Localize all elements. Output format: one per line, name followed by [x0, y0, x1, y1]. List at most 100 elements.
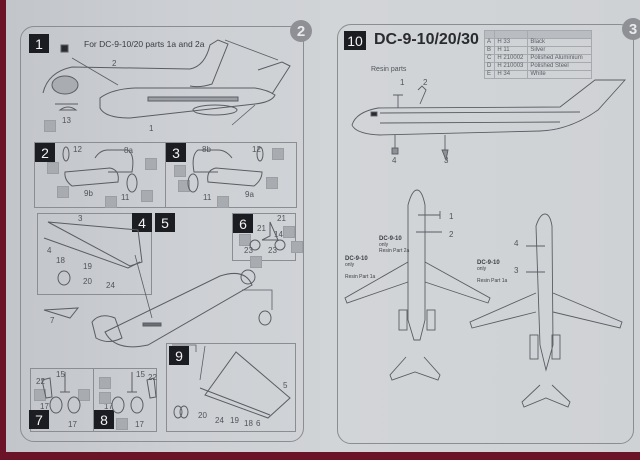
wing-note-left: DC-9-10 only Resin Part 1a: [345, 256, 375, 280]
step-9-part-5: 5: [283, 381, 288, 390]
paint-swatch: [116, 418, 128, 430]
paint-swatch: [57, 186, 69, 198]
step-6-badge: 6: [233, 214, 253, 233]
paint-swatch: [34, 389, 46, 401]
paint-swatch: [44, 120, 56, 132]
side-view-label-2: 2: [423, 78, 428, 87]
color-name: Silver: [527, 46, 592, 55]
note-detail: Resin Part 1a: [345, 274, 376, 280]
paint-swatch: [291, 241, 303, 253]
step-7-part-17a: 17: [40, 402, 49, 411]
step-6-part-14: 14: [274, 230, 283, 239]
paint-swatch: [272, 148, 284, 160]
step-8-badge: 8: [94, 410, 114, 429]
note-sub: only: [477, 266, 487, 272]
step-1-part-1: 1: [149, 124, 154, 133]
step-5-part-3: 3: [78, 214, 83, 223]
color-key: D: [483, 62, 496, 71]
paint-swatch: [250, 256, 262, 268]
note-title: DC-9-10: [379, 236, 402, 242]
step-5-part-24: 24: [106, 281, 115, 290]
step-8-panel: [93, 368, 157, 432]
aircraft-variant-title: DC-9-10/20/30: [374, 31, 479, 48]
side-view-label-3: 3: [444, 156, 449, 165]
top-view-label-2: 2: [449, 230, 454, 239]
step-1-part-2: 2: [112, 59, 117, 68]
color-name: Polished Aluminium: [527, 54, 592, 63]
color-key: E: [483, 70, 496, 79]
step-5-badge: 5: [155, 213, 175, 232]
step-1-part-13: 13: [62, 116, 71, 125]
color-code: H 210002: [494, 54, 529, 63]
step-9-panel: [166, 343, 296, 432]
page-number-badge-left: 2: [290, 20, 312, 42]
header-colour-name: [527, 30, 592, 39]
step-9-badge: 9: [169, 346, 189, 365]
color-code: H 34: [494, 70, 529, 79]
color-code: H 11: [494, 46, 529, 55]
left-page-frame: [20, 26, 304, 442]
paint-swatch: [178, 180, 190, 192]
step-5-part-20: 20: [83, 277, 92, 286]
bottom-view-label-4: 4: [514, 239, 519, 248]
note-sub: only: [345, 262, 355, 268]
step-7-part-22: 22: [36, 377, 45, 386]
note-detail: Resin Part 2a: [379, 248, 410, 254]
step-6-part-23a: 23: [244, 246, 253, 255]
paint-swatch: [99, 392, 111, 404]
step-1-caption: For DC-9-10/20 parts 1a and 2a: [84, 39, 205, 49]
step-5-part-18: 18: [56, 256, 65, 265]
color-key: B: [483, 46, 496, 55]
bottom-view-label-3: 3: [514, 266, 519, 275]
color-name: Polished Steel: [527, 62, 592, 71]
step-3-panel: [165, 142, 297, 208]
paint-swatch: [239, 234, 251, 246]
note-sub: only: [379, 242, 389, 248]
color-table-header: [483, 30, 592, 39]
header-key: [483, 30, 496, 39]
step-6-panel: [232, 213, 296, 261]
step-8-part-22: 22: [148, 373, 157, 382]
paint-swatch: [47, 162, 59, 174]
step-6-part-23b: 23: [268, 246, 277, 255]
resin-parts-label: Resin parts: [371, 66, 407, 73]
color-code: H 210003: [494, 62, 529, 71]
step-3-part-8b: 8b: [202, 145, 211, 154]
color-name: White: [527, 70, 592, 79]
step-8-part-15: 15: [136, 370, 145, 379]
paint-swatch: [283, 226, 295, 238]
paint-swatch: [99, 377, 111, 389]
step-3-badge: 3: [166, 143, 186, 162]
step-10-badge: 10: [344, 31, 366, 50]
bottom-view-note: DC-9-10 only Resin Part 1a: [477, 260, 507, 284]
step-3-part-11: 11: [203, 193, 212, 202]
step-7-part-17b: 17: [68, 420, 77, 429]
paint-swatch: [174, 165, 186, 177]
top-view-label-1: 1: [449, 212, 454, 221]
step-8-part-17b: 17: [135, 420, 144, 429]
step-2-part-11: 11: [121, 193, 130, 202]
step-6-part-21a: 21: [257, 224, 266, 233]
step-9-part-19: 19: [230, 416, 239, 425]
step-2-part-9b: 9b: [84, 189, 93, 198]
step-4-badge: 4: [132, 213, 152, 232]
step-7-badge: 7: [29, 410, 49, 429]
color-key: C: [483, 54, 496, 63]
step-4-5-panel: [37, 213, 152, 295]
color-code: H 33: [494, 38, 529, 47]
step-2-part-8a: 8a: [124, 146, 133, 155]
step-2-badge: 2: [35, 143, 55, 162]
paint-swatch: [105, 196, 117, 208]
step-5-part-4: 4: [47, 246, 52, 255]
color-key: A: [483, 38, 496, 47]
step-9-part-24: 24: [215, 416, 224, 425]
step-9-part-6: 6: [256, 419, 261, 428]
note-detail: Resin Part 1a: [477, 278, 508, 284]
note-title: DC-9-10: [345, 256, 368, 262]
paint-swatch: [217, 196, 229, 208]
step-2-part-12: 12: [73, 145, 82, 154]
